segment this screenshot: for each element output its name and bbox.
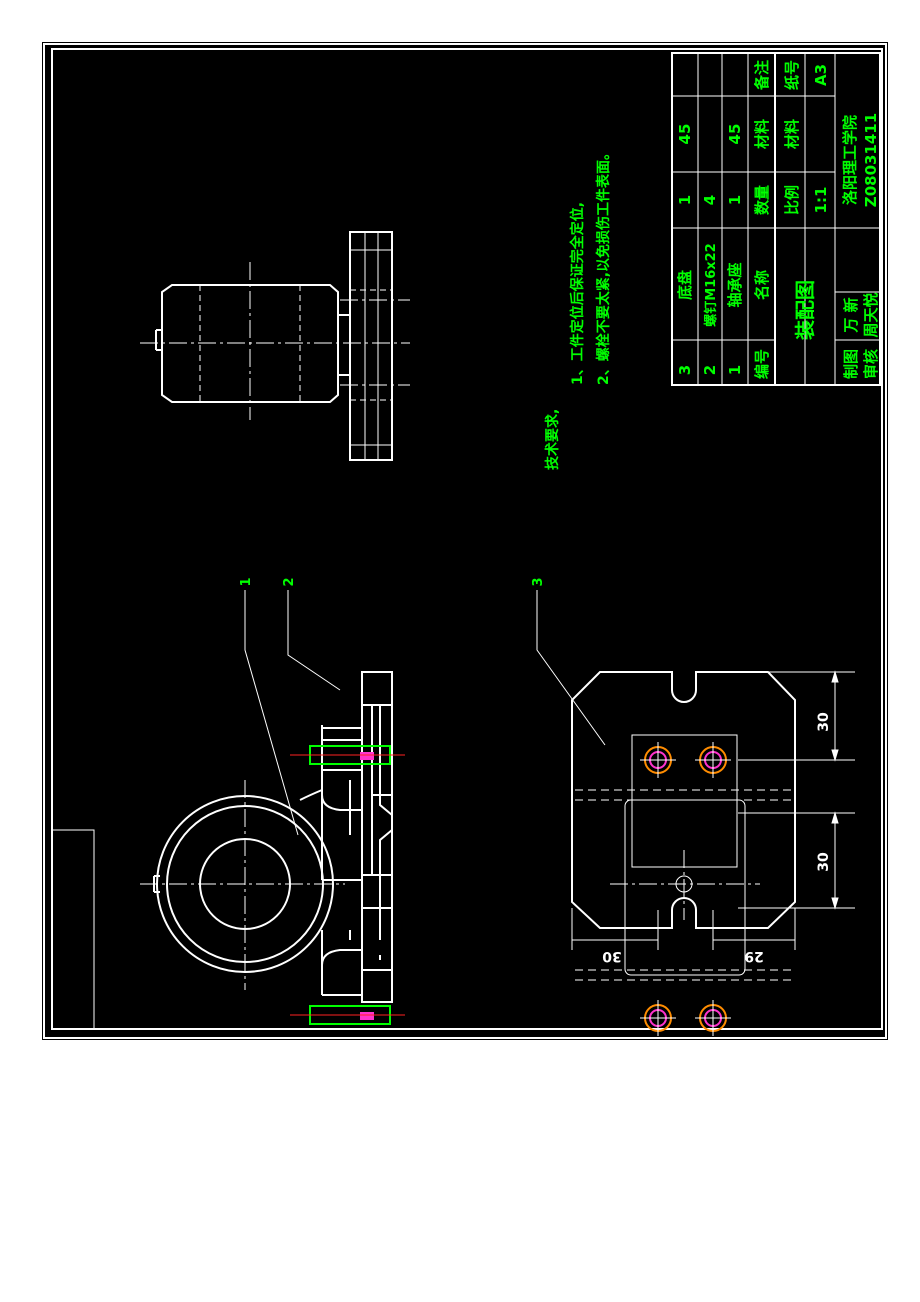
side-view [155, 231, 393, 461]
checked-label: 审核 [862, 349, 880, 379]
bom-row3-material: 45 [676, 124, 694, 145]
tech-heading: 技术要求, [544, 409, 561, 470]
title-block-text: 3 底盘 1 45 2 螺钉M16x22 4 1 轴承座 1 45 编号 名称 … [676, 60, 880, 379]
balloon-labels: 1 2 3 [239, 577, 546, 586]
drawing-background [42, 42, 888, 1040]
dim-30-left: 30 [602, 948, 622, 964]
drawn-name: 万 新 [842, 297, 860, 333]
front-view-centerlines [140, 780, 345, 990]
inner-frame [51, 48, 883, 1030]
bom-row1-name: 轴承座 [726, 262, 744, 307]
scale-label: 比例 [783, 185, 801, 215]
header-material: 材料 [753, 119, 771, 149]
title-block [671, 52, 881, 386]
header-no: 编号 [753, 349, 771, 379]
dimension-lines [571, 670, 855, 950]
balloon-1: 1 [239, 577, 254, 586]
outer-border [43, 43, 887, 1039]
checked-name: 周天悦 [862, 292, 880, 337]
tech-item-2: 2、螺栓不要太紧,以免损伤工件表面。 [595, 146, 612, 385]
sheet-label: 纸号 [783, 60, 801, 90]
bom-row2-no: 2 [701, 365, 719, 375]
top-view-hidden [575, 789, 793, 981]
student-code: Z08031411 [862, 113, 880, 207]
bom-row3-no: 3 [676, 365, 694, 375]
binding-box [51, 829, 95, 1030]
dim-30-top: 30 [816, 712, 832, 732]
bom-row1-qty: 1 [726, 195, 744, 205]
bolt-head-3 [640, 1000, 676, 1036]
sheet-value: A3 [812, 64, 830, 86]
balloon-2: 2 [282, 577, 297, 586]
bom-row2-qty: 4 [701, 195, 719, 205]
drawing-title: 装配图 [793, 280, 817, 341]
bom-row3-qty: 1 [676, 195, 694, 205]
top-view-centerlines [610, 850, 760, 920]
bom-row3-name: 底盘 [676, 270, 694, 300]
dimension-text: 30 30 30 29 [602, 712, 832, 964]
school-name: 洛阳理工学院 [841, 115, 859, 205]
dim-30-bottom: 30 [816, 852, 832, 872]
bom-row1-no: 1 [726, 365, 744, 375]
header-qty: 数量 [753, 185, 771, 215]
bolt-head-2 [695, 742, 731, 778]
dim-29: 29 [744, 948, 763, 964]
bom-row1-material: 45 [726, 124, 744, 145]
tech-item-1: 1、工件定位后保证完全定位, [569, 202, 586, 385]
top-view-bolts [640, 742, 731, 1036]
drawn-label: 制图 [842, 349, 860, 379]
balloon-3: 3 [531, 577, 546, 586]
scale-value: 1:1 [812, 187, 830, 214]
leaders [244, 590, 606, 836]
front-view-bolts [290, 745, 405, 1025]
material-label: 材料 [783, 119, 801, 149]
tech-requirements: 技术要求, 1、工件定位后保证完全定位, 2、螺栓不要太紧,以免损伤工件表面。 [544, 146, 612, 470]
header-note: 备注 [753, 60, 771, 91]
header-name: 名称 [753, 270, 771, 300]
bom-row2-name: 螺钉M16x22 [703, 243, 719, 327]
bolt-head-1 [640, 742, 676, 778]
bolt-head-4 [695, 1000, 731, 1036]
side-view-centerlines [140, 262, 410, 420]
